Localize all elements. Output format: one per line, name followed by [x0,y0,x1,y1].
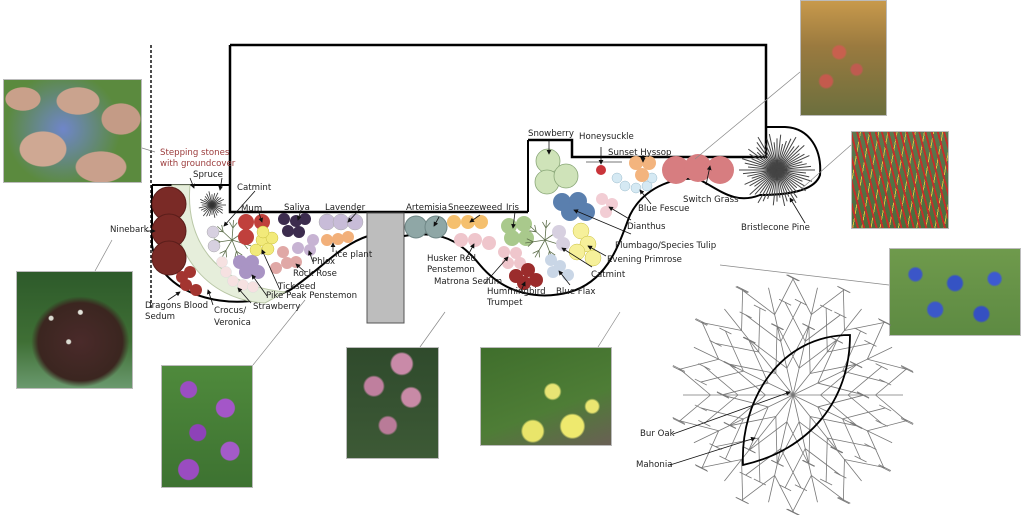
label-bur-oak: Bur Oak [640,429,675,439]
label-honeysuckle: Honeysuckle [579,132,634,142]
label-ninebark: Ninebark [110,225,149,235]
plant-labels: Stepping stones with groundcover Spruce … [110,129,810,470]
blue-flax-plants [545,254,574,281]
label-switch-grass: Switch Grass [683,195,739,205]
house-outline [230,43,768,159]
ninebark-photo [16,271,133,389]
label-artemisia: Artemisia [406,203,447,213]
label-catmint-top: Catmint [237,183,272,193]
tickseed-plants [249,225,279,257]
label-tickseed: Tickseed [277,282,316,292]
label-spruce: Spruce [193,170,223,180]
iris-plants [501,216,534,246]
plumbago-plants [553,192,595,221]
label-ice-plant: Ice plant [335,250,373,260]
label-stepping-stones: Stepping stones [160,148,230,158]
dianthus-plants [596,193,618,218]
walkway [366,212,405,324]
evening-primrose-plants [568,222,602,267]
switch-grass-plants [662,154,734,184]
label-pike-peak: Pike Peak Penstemon [266,291,357,301]
phlox-plants [292,234,319,256]
catmint-pale-cluster [552,225,570,251]
label-stepping-stones-2: with groundcover [160,159,236,169]
husker-red-penstemon [454,233,496,250]
label-saliva: Saliva [284,203,310,213]
plumbago-photo [889,248,1021,336]
label-mum: Mum [241,204,262,214]
label-sedum: Sedum [145,312,175,322]
rock-rose-plants [270,246,302,274]
photo-leader-lines [94,71,890,366]
bur-oak-symbol [672,274,914,515]
label-rock-rose: Rock Rose [293,269,337,279]
house-wall [228,45,528,214]
strawberry-plants [216,256,259,293]
label-pointers [146,140,806,466]
dragons-blood-sedum [176,266,202,296]
label-plumbago: Plumbago/Species Tulip [615,241,716,251]
artemisia-plants [404,215,448,239]
lavender-plants [318,213,364,231]
evening-primrose-photo [480,347,612,446]
label-trumpet: Trumpet [486,298,523,308]
label-bristlecone-pine: Bristlecone Pine [741,223,810,233]
bristlecone-pine-symbol [739,133,815,207]
label-veronica: Veronica [214,318,251,328]
spruce-symbol [198,191,226,218]
label-strawberry: Strawberry [253,302,300,312]
sunset-hyssop-photo [800,0,887,116]
blue-fescue-plants [611,172,658,194]
switch-grass-photo [851,131,949,229]
label-penstemon: Penstemon [427,265,475,275]
label-evening-primrose: Evening Primrose [607,255,682,265]
label-blue-flax: Blue Flax [556,287,595,297]
label-crocus: Crocus/ [214,306,246,316]
honeysuckle-plant [596,165,606,175]
sneezeweed-plants [447,215,488,229]
catmint-pale-circles [206,225,221,253]
main-bed-edge [403,126,822,297]
label-snowberry: Snowberry [528,129,574,139]
matrona-sedum-plants [498,246,526,269]
label-catmint-bottom: Catmint [591,270,626,280]
label-dianthus: Dianthus [627,222,666,232]
snowberry-shrubs [534,148,579,195]
sunset-hyssop-plants [629,156,656,182]
pike-peak-penstemon-plants [233,255,265,279]
label-sneezeweed: Sneezeweed [448,203,502,213]
ice-plant [321,231,354,246]
label-blue-fescue: Blue Fescue [638,204,689,214]
label-sunset-hyssop: Sunset Hyssop [608,148,671,158]
pike-peak-penstemon-photo [161,365,253,488]
ninebark-shrubs [151,186,187,276]
hummingbird-trumpet-plants [509,263,543,290]
matrona-sedum-photo [346,347,439,459]
label-lavender: Lavender [325,203,366,213]
mahonia-bed-outline [742,334,851,467]
label-phlox: Phlox [312,257,335,267]
label-dragons-blood: Dragons Blood [145,301,208,311]
label-iris: Iris [506,203,519,213]
label-matrona-sedum: Matrona Sedum [434,277,502,287]
saliva-plants [278,213,311,238]
label-mahonia: Mahonia [636,460,673,470]
stepping-stones-photo [3,79,142,183]
label-husker-red: Husker Red [427,254,476,264]
label-hummingbird: Hummingbird [487,287,546,297]
